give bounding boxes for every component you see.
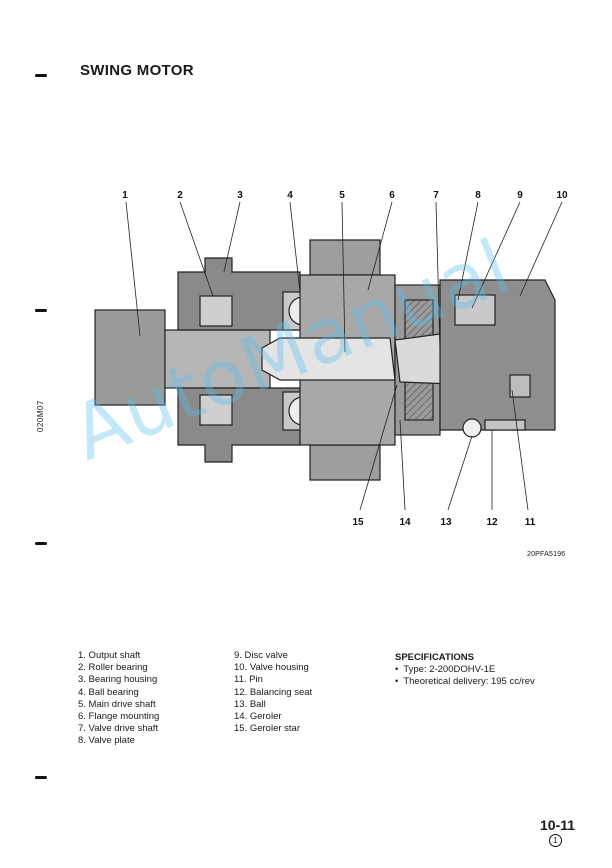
legend-item: 9. Disc valve (234, 650, 288, 661)
callout-15: 15 (352, 517, 364, 528)
margin-mark (35, 309, 47, 312)
callout-9: 9 (517, 190, 523, 201)
figure-code: 20PFA5196 (527, 551, 566, 558)
legend-item: 3. Bearing housing (78, 674, 158, 686)
callout-1: 1 (122, 190, 128, 201)
callout-2: 2 (177, 190, 183, 201)
legend-left: 1. Output shaft 2. Roller bearing 3. Bea… (78, 650, 159, 748)
legend-item: 15. Geroler star (234, 723, 300, 735)
callout-4: 4 (287, 190, 293, 201)
legend-item: 14. Geroler (234, 711, 282, 723)
page-sub-mark: 1 (549, 834, 562, 847)
callout-6: 6 (389, 190, 395, 201)
legend-item: 11. Pin (234, 674, 263, 686)
legend-item: 13. Ball (234, 698, 266, 710)
margin-mark (35, 74, 47, 77)
legend-item: 5. Main drive shaft (78, 698, 156, 710)
callout-11: 11 (525, 517, 536, 528)
spec-item: Type: 2-200DOHV-1E (395, 664, 535, 676)
callout-7: 7 (433, 190, 439, 201)
specifications-heading: SPECIFICATIONS (395, 652, 474, 663)
swing-motor-diagram: 1 2 3 4 5 6 7 8 9 10 11 12 13 14 15 (94, 190, 568, 528)
callout-8: 8 (475, 190, 481, 201)
callout-13: 13 (440, 517, 452, 528)
callout-14: 14 (399, 517, 411, 528)
page-sub-number: 1 (549, 834, 562, 847)
legend-item: 10. Valve housing (234, 662, 309, 674)
callout-12: 12 (486, 517, 498, 528)
margin-mark (35, 542, 47, 545)
legend-item: 4. Ball bearing (78, 686, 139, 698)
legend-right: 9. Disc valve 10. Valve housing 11. Pin … (234, 650, 312, 735)
spec-item: Theoretical delivery: 195 cc/rev (395, 676, 534, 688)
page-title: SWING MOTOR (80, 62, 194, 79)
callout-5: 5 (339, 190, 345, 201)
legend-item: 7. Valve drive shaft (78, 723, 159, 735)
legend-item: 12. Balancing seat (234, 686, 313, 698)
page-number: 10-11 (540, 817, 576, 833)
callout-10: 10 (556, 190, 568, 201)
legend-item: 1. Output shaft (78, 650, 141, 661)
legend-item: 8. Valve plate (78, 735, 135, 747)
specifications-block: SPECIFICATIONS Type: 2-200DOHV-1E Theore… (395, 652, 535, 689)
callout-3: 3 (237, 190, 243, 201)
margin-mark (35, 776, 47, 779)
legend-item: 6. Flange mounting (78, 711, 160, 723)
legend-item: 2. Roller bearing (78, 662, 148, 674)
